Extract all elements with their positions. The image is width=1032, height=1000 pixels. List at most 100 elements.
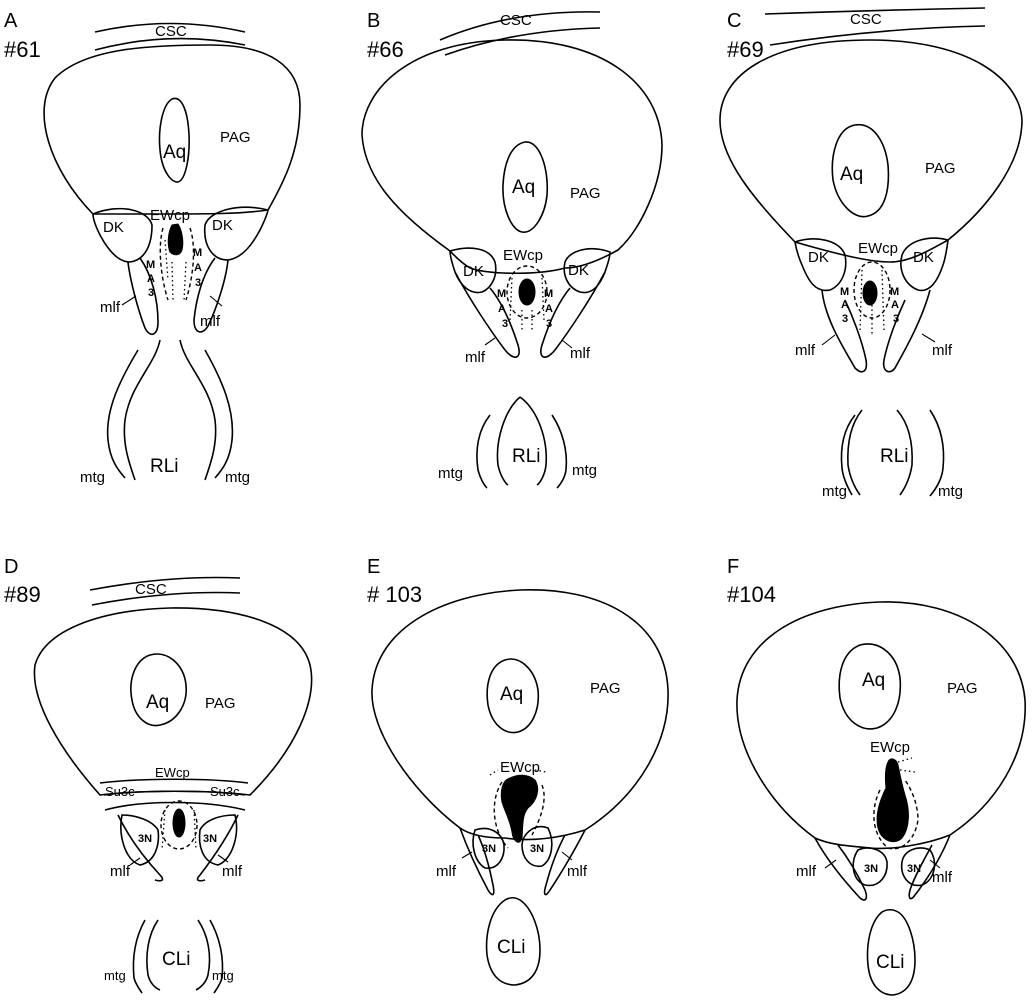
ewcp-label-mark	[168, 224, 183, 255]
label-csc: CSC	[135, 581, 167, 598]
label-rli: RLi	[150, 456, 179, 477]
label-mtg-right: mtg	[225, 469, 250, 486]
cli-contour-left	[147, 920, 160, 990]
mtg-left	[108, 350, 138, 478]
label-mlf-left: mlf	[110, 863, 131, 880]
svg-text:M: M	[840, 286, 849, 298]
ma3-right: M A 3	[544, 288, 553, 330]
svg-text:A: A	[194, 262, 202, 274]
mtg-right	[552, 415, 566, 488]
label-pag: PAG	[590, 680, 621, 697]
label-mtg-right: mtg	[938, 483, 963, 500]
label-mlf-right: mlf	[567, 863, 588, 880]
pag-outline	[362, 40, 662, 273]
label-mlf-right: mlf	[932, 342, 953, 359]
panel-letter: A	[4, 10, 18, 32]
label-3n-left: 3N	[138, 833, 152, 845]
label-csc: CSC	[500, 12, 532, 29]
pag-outline	[720, 40, 1022, 262]
ewcp-mark	[173, 809, 185, 837]
label-dk-right: DK	[913, 249, 934, 266]
label-aq: Aq	[163, 142, 186, 163]
label-mlf-right: mlf	[200, 313, 221, 330]
ma3-left: M A 3	[497, 288, 508, 330]
mlf-left	[460, 828, 494, 895]
ma3-left: M A 3	[146, 259, 155, 299]
svg-text:M: M	[497, 288, 506, 300]
panel-letter: F	[727, 556, 739, 578]
section-number: #66	[367, 37, 404, 62]
panel-e: E # 103 Aq PAG EWcp 3N 3N mlf mlf CLi	[367, 556, 668, 985]
pag-outline	[44, 45, 300, 214]
section-number: #69	[727, 37, 764, 62]
ewcp-mark	[519, 279, 535, 305]
panel-d: D #89 CSC Aq PAG Su3c Su3c EWcp 3N 3N ml…	[4, 556, 312, 993]
label-mtg-right: mtg	[212, 968, 234, 983]
panel-f: F #104 Aq PAG EWcp 3N 3N mlf mlf CLi	[727, 556, 1025, 995]
svg-text:A: A	[147, 273, 155, 285]
svg-text:M: M	[146, 259, 155, 271]
svg-text:A: A	[498, 303, 506, 315]
label-pag: PAG	[220, 129, 251, 146]
mtg-left	[477, 415, 490, 488]
label-mlf-left: mlf	[465, 349, 486, 366]
label-pag: PAG	[205, 695, 236, 712]
mtg-left	[133, 920, 145, 993]
label-3n-right: 3N	[203, 833, 217, 845]
ewcp-mark	[501, 775, 537, 842]
label-mlf-left: mlf	[100, 299, 121, 316]
label-cli: CLi	[497, 937, 526, 958]
label-pag: PAG	[925, 160, 956, 177]
label-dk-right: DK	[568, 262, 589, 279]
ewcp-mark	[863, 281, 877, 305]
label-dk-left: DK	[808, 249, 829, 266]
svg-text:3: 3	[502, 318, 508, 330]
svg-text:3: 3	[893, 313, 899, 325]
label-mtg-left: mtg	[80, 469, 105, 486]
label-3n-left: 3N	[864, 863, 878, 875]
label-ewcp: EWcp	[500, 759, 540, 776]
label-mlf-right: mlf	[932, 869, 953, 886]
label-mtg-left: mtg	[438, 465, 463, 482]
label-3n-right: 3N	[530, 843, 544, 855]
label-mtg-left: mtg	[822, 483, 847, 500]
label-mlf-left: mlf	[796, 863, 817, 880]
svg-text:M: M	[544, 288, 553, 300]
label-rli: RLi	[512, 446, 541, 467]
mlf-left	[455, 272, 519, 357]
label-aq: Aq	[512, 177, 535, 198]
panel-letter: D	[4, 556, 18, 578]
section-number: # 103	[367, 582, 422, 607]
label-aq: Aq	[840, 164, 863, 185]
label-mtg-right: mtg	[572, 462, 597, 479]
label-mlf-left: mlf	[436, 863, 457, 880]
label-csc: CSC	[155, 23, 187, 40]
panel-b: B #66 CSC Aq PAG DK DK EWcp M A 3 M A 3	[362, 10, 662, 488]
label-pag: PAG	[570, 185, 601, 202]
svg-text:A: A	[891, 299, 899, 311]
ewcp-neurons	[898, 758, 915, 772]
ma3-right: M A 3	[890, 286, 899, 325]
ma3-right: M A 3	[193, 247, 202, 289]
label-pag: PAG	[947, 680, 978, 697]
svg-text:M: M	[193, 247, 202, 259]
panel-c: C #69 CSC Aq PAG DK DK EWcp M A 3 M A 3	[720, 8, 1022, 500]
label-mlf-right: mlf	[570, 345, 591, 362]
aqueduct	[131, 654, 186, 725]
label-cli: CLi	[162, 949, 191, 970]
label-ewcp: EWcp	[150, 207, 190, 224]
ewcp-mark	[877, 759, 908, 842]
section-number: #61	[4, 37, 41, 62]
panel-a: A #61 CSC Aq PAG DK DK EWcp M A 3 M A 3	[4, 10, 300, 486]
label-mlf-right: mlf	[222, 863, 243, 880]
svg-text:3: 3	[546, 318, 552, 330]
label-ewcp: EWcp	[503, 247, 543, 264]
label-dk-left: DK	[103, 219, 124, 236]
label-aq: Aq	[500, 684, 523, 705]
label-ewcp: EWcp	[870, 739, 910, 756]
label-ewcp: EWcp	[858, 240, 898, 257]
mtg-right	[205, 350, 232, 478]
label-aq: Aq	[146, 692, 169, 713]
svg-text:3: 3	[195, 277, 201, 289]
